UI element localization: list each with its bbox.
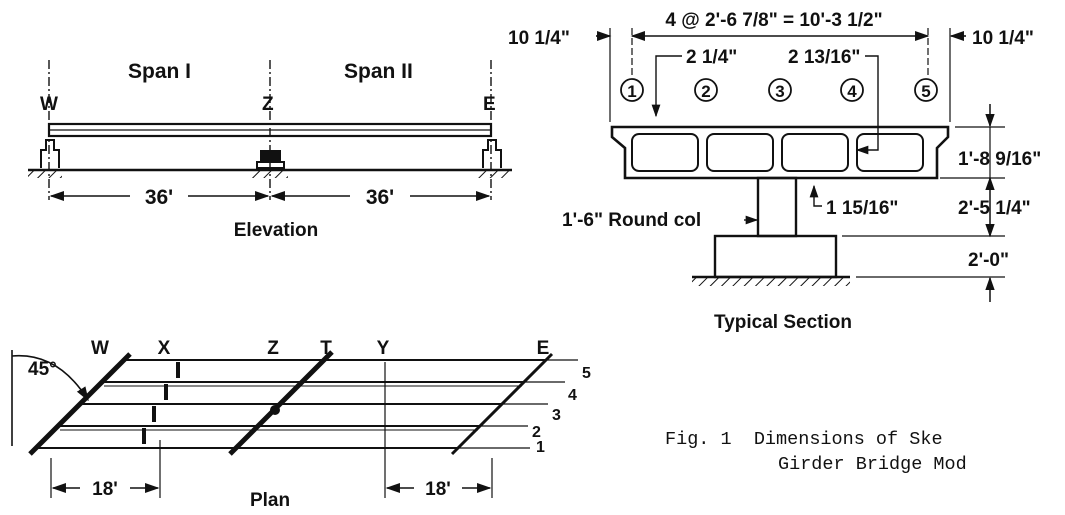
round-column [756, 176, 798, 238]
plan-line-w: W [91, 338, 109, 359]
cell-1 [631, 133, 699, 172]
typical-section-title: Typical Section [714, 312, 852, 333]
girder-marker-1: 1 [620, 78, 644, 102]
plan-abutment-w [28, 352, 132, 456]
girder-marker-5: 5 [914, 78, 938, 102]
plan-girder-number-5: 5 [582, 365, 591, 382]
plan-view: 45° W X Z T Y E 1 2 3 4 [11, 338, 591, 511]
svg-text:2: 2 [701, 82, 710, 101]
bearing-z [260, 150, 281, 162]
dim-top-slab: 2 1/4" [686, 47, 737, 68]
plan-girder-number-4: 4 [568, 387, 577, 404]
dim-bottom-slab-leader [809, 184, 822, 207]
footing [713, 234, 838, 279]
dim-web: 2 13/16" [788, 47, 860, 68]
dim-depth: 1'-8 9/16" [958, 149, 1041, 170]
plan-girder-number-2: 2 [532, 424, 541, 441]
ground-hatch-w [28, 171, 62, 178]
plan-pier-column [270, 405, 280, 415]
dim-bottom-slab: 1 15/16" [826, 198, 898, 219]
dim-web-leader [855, 55, 879, 155]
plan-line-x: X [158, 338, 171, 359]
dim-column: 2'-5 1/4" [958, 198, 1031, 219]
plan-line-y: Y [377, 338, 390, 359]
typical-section-view: 4 @ 2'-6 7/8" = 10'-3 1/2" 10 1/4" 10 1/… [508, 10, 1041, 333]
plan-line-e: E [537, 338, 550, 359]
cell-2 [706, 133, 774, 172]
dim-right-edge: 10 1/4" [972, 28, 1034, 49]
plan-girder-number-3: 3 [552, 407, 561, 424]
elevation-view: Span I Span II W Z E 36' 36' Elevation [28, 60, 512, 241]
box-girder-outline [610, 125, 950, 180]
svg-text:4: 4 [847, 82, 857, 101]
svg-text:3: 3 [775, 82, 784, 101]
dim-top-slab-leader [651, 55, 682, 118]
bearing-w [40, 139, 60, 168]
plan-pier-z [228, 350, 334, 456]
dim-right-span: 36' [366, 186, 394, 209]
plan-title: Plan [250, 490, 290, 511]
elevation-title: Elevation [234, 220, 318, 241]
svg-text:5: 5 [921, 82, 930, 101]
dim-left-edge: 10 1/4" [508, 28, 570, 49]
support-e-label: E [483, 94, 496, 115]
ground-hatch-z [252, 171, 288, 178]
dim-plan-left: 18' [92, 479, 118, 500]
bearing-z-base [256, 161, 285, 169]
plan-line-z: Z [267, 338, 279, 359]
cell-3 [781, 133, 849, 172]
girder-marker-3: 3 [768, 78, 792, 102]
plan-girder-number-1: 1 [536, 439, 545, 456]
dim-girder-spacing: 4 @ 2'-6 7/8" = 10'-3 1/2" [665, 10, 882, 31]
figure-caption: Fig. 1 Dimensions of Ske Girder Bridge M… [665, 429, 967, 475]
cell-4 [856, 133, 924, 172]
support-w-label: W [40, 94, 58, 115]
column-label: 1'-6" Round col [562, 210, 701, 231]
dim-left-span: 36' [145, 186, 173, 209]
support-z-label: Z [262, 94, 274, 115]
skew-angle-arc [11, 354, 89, 402]
span-1-label: Span I [128, 60, 191, 83]
girder-marker-2: 2 [694, 78, 718, 102]
dim-plan-right: 18' [425, 479, 451, 500]
ground-hatch-e [476, 171, 510, 178]
caption-line-1: Fig. 1 Dimensions of Ske [665, 429, 943, 450]
svg-text:1: 1 [627, 82, 636, 101]
skew-angle: 45° [28, 359, 57, 380]
caption-line-2: Girder Bridge Mod [778, 454, 967, 475]
girder-marker-4: 4 [840, 78, 864, 102]
dim-footing: 2'-0" [968, 250, 1009, 271]
span-2-label: Span II [344, 60, 413, 83]
section-ground-hatch [692, 278, 850, 286]
bearing-e [482, 139, 502, 168]
